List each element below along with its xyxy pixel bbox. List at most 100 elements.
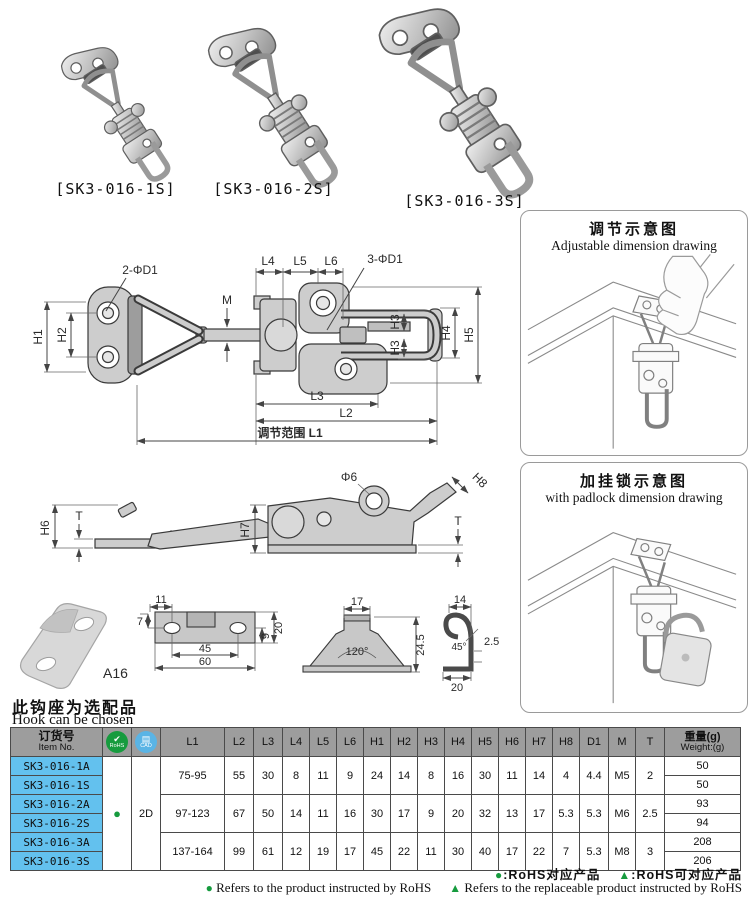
dim-cone-17: 17	[351, 596, 363, 608]
weight-cell: 50	[664, 775, 741, 795]
dim-jhook-45: 45°	[451, 642, 466, 653]
dim-jhook-20: 20	[451, 682, 463, 694]
panel-adjustable-title-cn: 调节示意图	[588, 221, 679, 238]
padlock-illustration	[659, 612, 712, 687]
dim-label-t-right: T	[454, 514, 462, 528]
dim-plate-60: 60	[199, 656, 211, 668]
spec-cell: 30	[253, 756, 283, 795]
table-row: SK3-016-2A 97-123 67 50 14 11 16 30 17 9…	[10, 794, 741, 833]
header-weight: 重量(g) Weight:(g)	[664, 727, 741, 757]
spec-cell: 97-123	[160, 794, 225, 833]
spec-cell: 2.5	[635, 794, 665, 833]
spec-cell: 8	[282, 756, 310, 795]
header-rohs: ✔ RoHS	[102, 727, 132, 757]
spec-cell: 11	[498, 756, 526, 795]
item-cell: SK3-016-1A	[10, 756, 103, 776]
dim-label-l6: L6	[324, 254, 338, 268]
product-photo-2	[203, 13, 354, 199]
spec-cell: 14	[390, 756, 418, 795]
dim-plate-7: 7	[137, 616, 143, 628]
item-cell: SK3-016-3A	[10, 832, 103, 852]
spec-cell: 40	[471, 832, 499, 871]
header-l5: L5	[309, 727, 337, 757]
dim-label-h8: H8	[469, 470, 490, 491]
dim-label-h4: H4	[439, 325, 453, 341]
cad-icon: ▤ CAD	[135, 731, 157, 753]
header-h2: H2	[390, 727, 418, 757]
spec-cell: 19	[309, 832, 337, 871]
spec-cell: 11	[309, 794, 337, 833]
dim-label-h7: H7	[238, 522, 252, 538]
item-cell: SK3-016-2A	[10, 794, 103, 814]
dim-label-h2: H2	[55, 327, 69, 343]
weight-cell: 93	[664, 794, 741, 814]
header-item-no: 订货号 Item No.	[10, 727, 103, 757]
cad-mark-cell: 2D	[131, 756, 161, 871]
dim-plate-9: 9	[260, 633, 272, 639]
header-h7: H7	[525, 727, 553, 757]
dim-cone-120: 120°	[346, 646, 369, 658]
hook-drawings: A16 11 7 45 60 9	[19, 595, 499, 694]
header-m: M	[608, 727, 636, 757]
top-view-drawing: 2-ΦD1 3-ΦD1 L4 L5 L6 M H1 H2 H3 H3 H4 H5…	[31, 252, 482, 445]
spec-cell: 4	[552, 756, 580, 795]
product-label-3: [SK3-016-3S]	[404, 192, 525, 210]
legend-cn: ●:RoHS对应产品▲:RoHS可对应产品	[494, 868, 742, 882]
panel-padlock-title-en: with padlock dimension drawing	[545, 490, 723, 505]
panel-padlock-illustration	[527, 532, 737, 704]
spec-cell: 14	[282, 794, 310, 833]
table-header-row: 订货号 Item No. ✔ RoHS ▤ CAD L1 L2	[10, 727, 741, 757]
spec-cell: 137-164	[160, 832, 225, 871]
dim-plate-45: 45	[199, 643, 211, 655]
dim-label-t-left: T	[75, 509, 83, 523]
spec-cell: 4.4	[579, 756, 609, 795]
item-cell: SK3-016-3S	[10, 851, 103, 871]
spec-cell: 5.3	[552, 794, 580, 833]
spec-cell: 17	[336, 832, 364, 871]
item-cell: SK3-016-2S	[10, 813, 103, 833]
spec-cell: M6	[608, 794, 636, 833]
rohs-icon: ✔ RoHS	[106, 731, 128, 753]
spec-cell: 17	[525, 794, 553, 833]
table-row: SK3-016-1S 50	[10, 775, 741, 795]
spec-cell: 9	[336, 756, 364, 795]
panel-adjustable: 调节示意图 Adjustable dimension drawing	[520, 210, 748, 456]
spec-cell: 14	[525, 756, 553, 795]
spec-cell: 11	[417, 832, 445, 871]
dim-label-2d1: 2-ΦD1	[122, 263, 158, 277]
spec-cell: 17	[390, 794, 418, 833]
rohs-dot-symbol: ●	[494, 868, 504, 882]
dim-jhook-25: 2.5	[484, 636, 499, 648]
spec-cell: 8	[417, 756, 445, 795]
dim-label-h3b: H3	[388, 340, 402, 356]
legend-en: ● Refers to the product instructed by Ro…	[205, 880, 742, 895]
rohs-dot-symbol: ●	[205, 881, 213, 895]
dim-label-l2: L2	[339, 406, 353, 420]
rohs-triangle-symbol: ▲	[618, 868, 632, 882]
spec-cell: 45	[363, 832, 391, 871]
table-row: SK3-016-3S 206	[10, 851, 741, 871]
spec-cell: 22	[390, 832, 418, 871]
dim-label-l3: L3	[310, 389, 324, 403]
header-cad: ▤ CAD	[131, 727, 161, 757]
spec-table: 订货号 Item No. ✔ RoHS ▤ CAD L1 L2	[10, 727, 741, 871]
weight-cell: 208	[664, 832, 741, 852]
header-d1: D1	[579, 727, 609, 757]
dim-label-h1: H1	[31, 329, 45, 345]
weight-cell: 50	[664, 756, 741, 776]
table-row: SK3-016-3A 137-164 99 61 12 19 17 45 22 …	[10, 832, 741, 871]
panel-padlock: 加挂锁示意图 with padlock dimension drawing	[520, 462, 748, 713]
spec-cell: 2	[635, 756, 665, 795]
dim-label-l4: L4	[261, 254, 275, 268]
spec-cell: M8	[608, 832, 636, 871]
spec-cell: 13	[498, 794, 526, 833]
spec-cell: 75-95	[160, 756, 225, 795]
spec-cell: 50	[253, 794, 283, 833]
header-l3: L3	[253, 727, 283, 757]
weight-cell: 206	[664, 851, 741, 871]
header-l6: L6	[336, 727, 364, 757]
header-l4: L4	[282, 727, 310, 757]
dim-plate-20: 20	[273, 622, 285, 634]
dim-cone-245: 24.5	[415, 634, 427, 655]
spec-cell: M5	[608, 756, 636, 795]
